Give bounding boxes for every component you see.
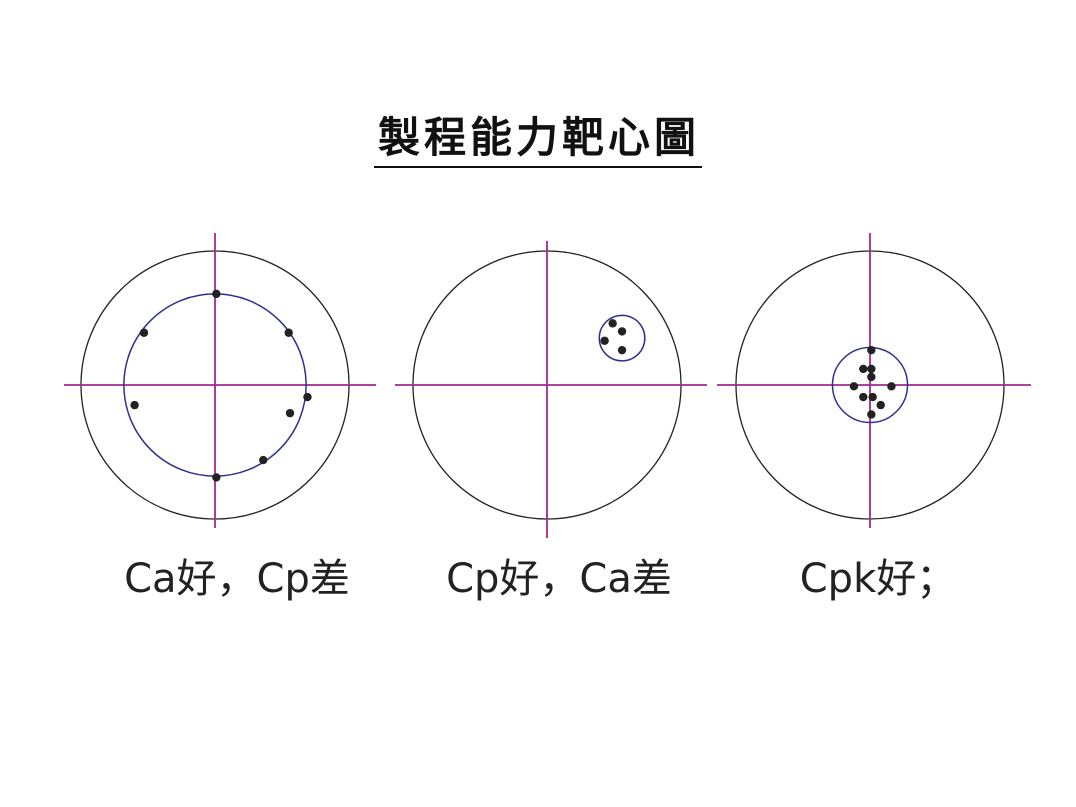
caption-cpk-good: Cpk好； xyxy=(799,556,957,602)
target-cpk-good xyxy=(717,233,1031,528)
data-point xyxy=(608,319,617,328)
target-cp-good-ca-poor xyxy=(395,241,707,538)
title-text: 製程能力靶心圖 xyxy=(373,112,702,168)
data-point xyxy=(212,289,221,299)
data-point xyxy=(259,455,268,465)
data-point xyxy=(859,392,868,402)
target-ca-good-cp-poor xyxy=(64,233,376,528)
data-point xyxy=(600,336,609,345)
data-point xyxy=(617,345,627,355)
data-point xyxy=(868,392,877,402)
data-point xyxy=(617,327,627,336)
data-point xyxy=(867,410,876,419)
caption-cp-good-ca-poor: Cp好，Ca差 xyxy=(446,556,672,602)
page-title: 製程能力靶心圖 xyxy=(0,112,1076,168)
data-point xyxy=(284,328,293,337)
data-point xyxy=(876,400,885,410)
data-point xyxy=(867,364,876,374)
data-point xyxy=(303,392,312,402)
data-point xyxy=(867,345,876,355)
data-point xyxy=(139,328,149,337)
data-point xyxy=(130,400,139,410)
data-point xyxy=(285,408,295,418)
data-point xyxy=(859,364,868,374)
spread-circle xyxy=(598,314,646,362)
data-point xyxy=(212,473,221,482)
data-point xyxy=(849,382,859,391)
caption-ca-good-cp-poor: Ca好，Cp差 xyxy=(124,556,350,602)
data-point xyxy=(867,372,876,382)
data-point xyxy=(887,382,896,391)
